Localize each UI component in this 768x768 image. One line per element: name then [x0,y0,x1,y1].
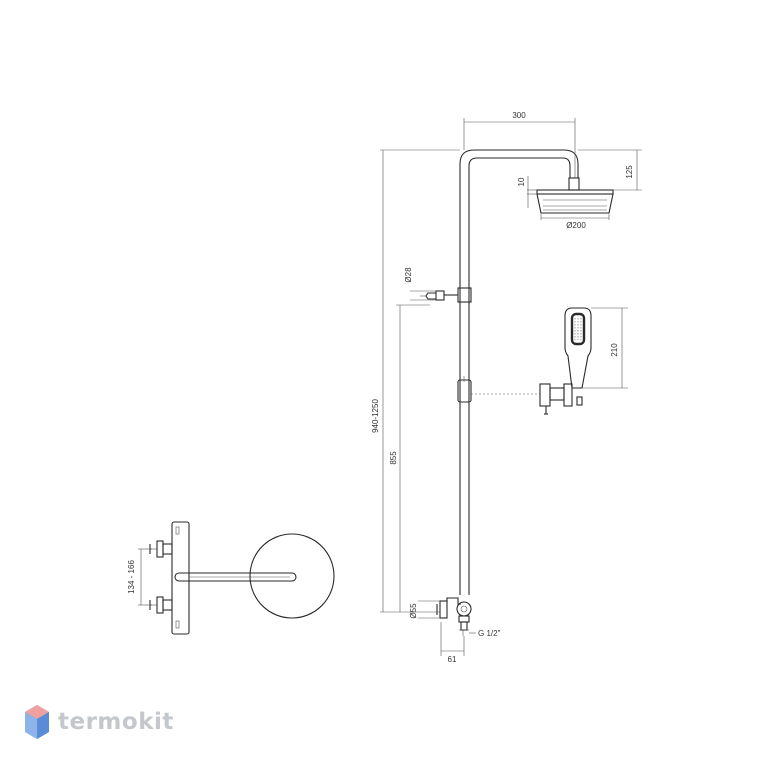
shower-column-view: 300 125 10 Ø200 Ø28 [371,111,642,664]
spacing-dimension: 134 - 166 [127,560,136,594]
body-diameter-dimension: Ø55 [409,603,418,619]
arm-diameter-dimension: Ø28 [404,267,413,283]
total-height-dimension: 940-1250 [371,399,380,433]
hand-shower-length-dimension: 210 [610,343,619,357]
head-diameter-dimension: Ø200 [566,221,586,230]
outlet-height-dimension: 855 [389,451,398,465]
brand-watermark: termokit [24,704,174,740]
head-thickness-dimension: 10 [517,177,526,186]
hexagon-logo-icon [25,705,49,739]
thread-size-label: G 1/2" [478,629,501,638]
offset-dimension: 61 [448,655,457,664]
watermark-text: termokit [58,709,174,735]
mixer-side-view: 134 - 166 [127,521,335,635]
head-drop-dimension: 125 [625,165,634,179]
head-width-dimension: 300 [512,111,526,120]
